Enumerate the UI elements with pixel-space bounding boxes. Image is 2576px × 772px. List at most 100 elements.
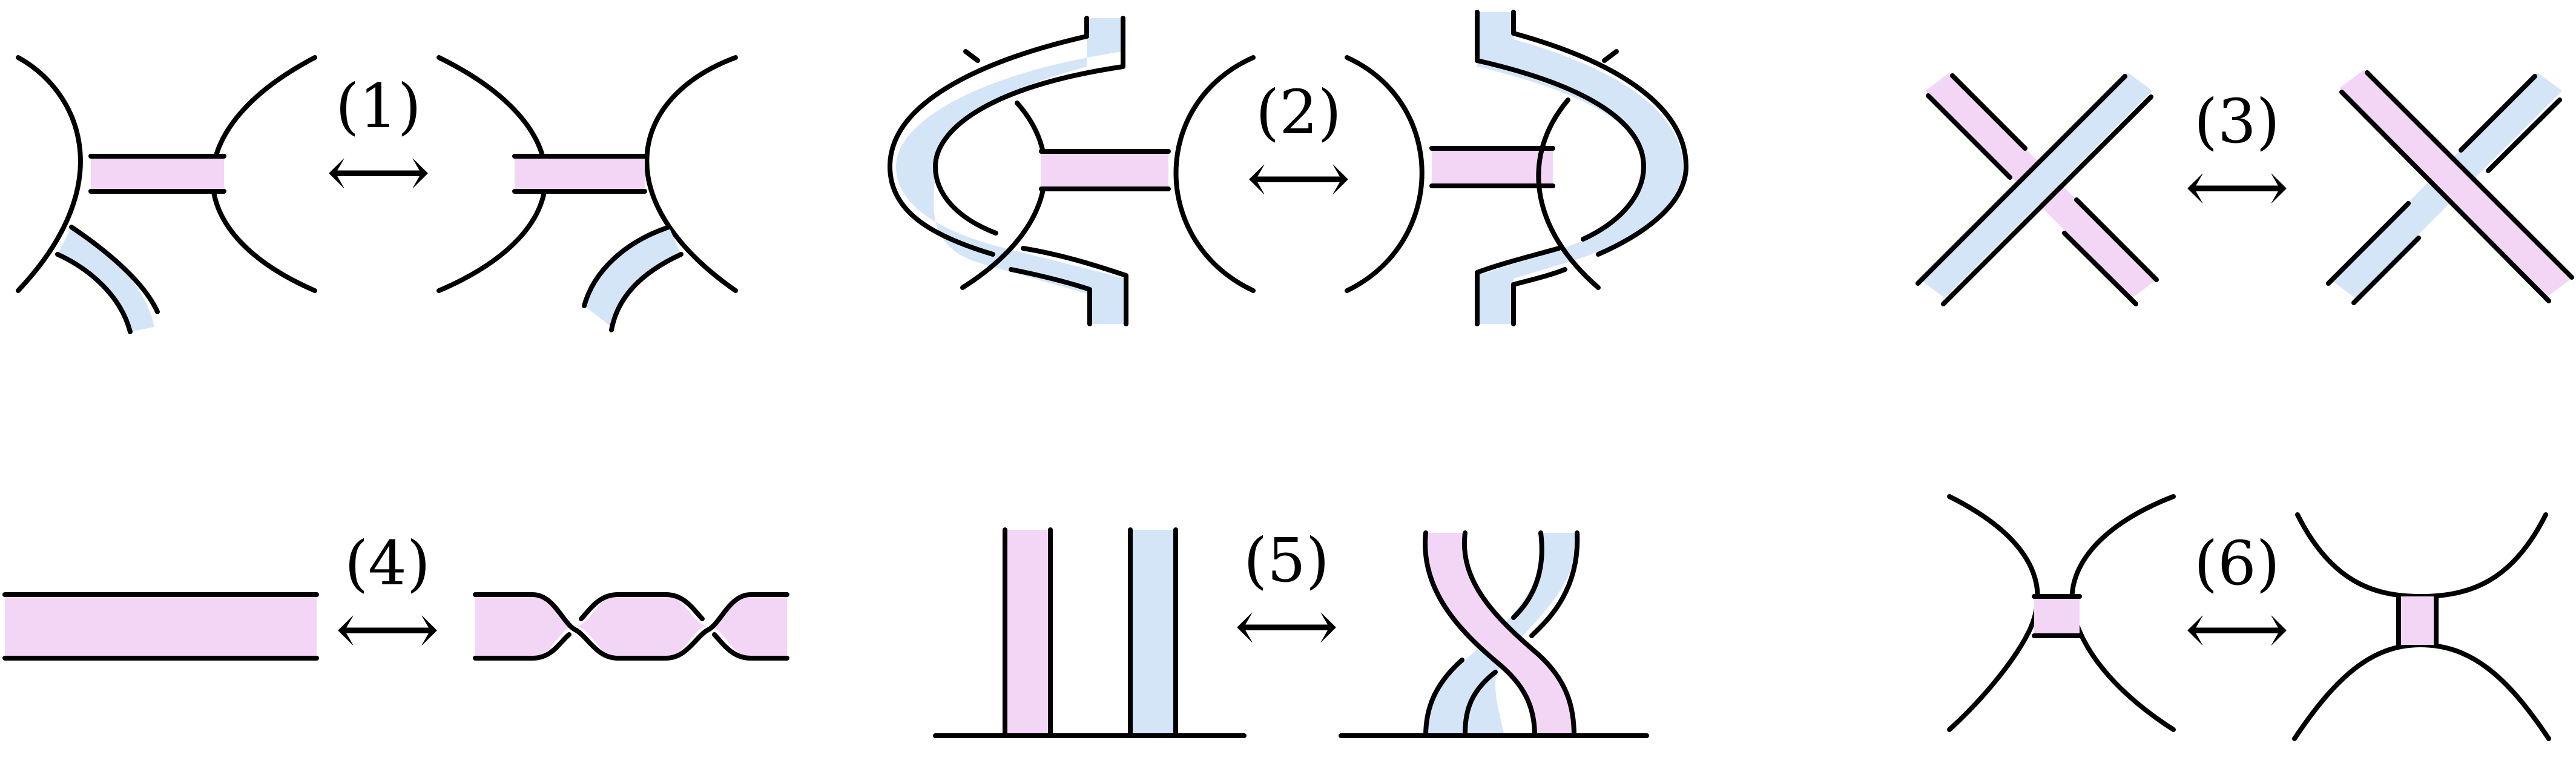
move-2: (2) ⟷ [888,10,1688,326]
move-4-label: (4) ⟷ [335,528,440,671]
move-label: (2) [1256,77,1342,148]
arc [210,55,317,293]
pink-band [2034,596,2080,636]
move-6: (6) ⟷ [1947,494,2551,741]
move-label: (1) [335,71,421,142]
blue-band-edge [1475,246,1561,326]
band-edge [579,592,705,621]
move-2-right-diagram [1345,10,1688,326]
arc [16,55,83,293]
pink-band [515,156,645,191]
move-3-label: (3) ⟷ [2185,86,2289,229]
equivalence-arrow-icon: ⟷ [1234,584,1339,668]
blue-band-edge [1511,10,1688,257]
pink-band [1005,530,1050,736]
pink-band [2399,596,2436,645]
move-5-right-diagram [1339,530,1649,738]
band-edge [473,592,789,661]
blue-band-edge [1021,246,1128,326]
band-edge [1423,530,1537,738]
move-label: (3) [2194,86,2280,157]
blue-band-edge [55,252,133,334]
arc [1173,55,1256,293]
arc [1345,55,1425,293]
arc [960,101,1048,290]
move-6-right-diagram [2292,512,2551,741]
move-label: (4) [344,528,430,599]
blue-band-edge [1511,267,1567,326]
move-5-label: (5) ⟷ [1234,525,1339,668]
equivalence-arrow-icon: ⟷ [2185,145,2289,229]
move-label: (5) [1244,525,1329,596]
pink-band [475,595,787,658]
band-edge [1926,93,2012,180]
move-3: (3) ⟷ [1916,70,2574,306]
blue-band [1477,12,1683,324]
blue-band-edge [1423,658,1464,738]
pink-band [91,156,224,191]
arc [1947,494,2040,732]
move-label: (6) [2194,528,2280,599]
blue-band-edge [1475,10,1646,242]
short-stroke [1602,49,1619,63]
band-edge [1461,530,1576,738]
blue-band [58,227,154,332]
move-2-label: (2) ⟷ [1247,77,1351,220]
move-3-right-diagram [2326,70,2574,305]
pink-band [1041,151,1168,189]
blue-band-edge [1511,530,1544,620]
equivalence-arrow-icon: ⟷ [1247,136,1351,220]
band-edge [1916,74,2127,286]
band-edge [2074,197,2159,282]
band-edge [2351,236,2421,305]
band-edge [2365,70,2574,280]
blue-band-edge [1009,267,1092,326]
move-6-left-diagram [1947,494,2176,732]
band-edge [2486,97,2562,173]
band-edge [473,632,572,661]
pink-band [1425,533,1574,736]
band-edge [2459,74,2537,153]
move-1-label: (1) ⟷ [326,71,430,214]
band-edge [2339,90,2551,303]
move-1-right-diagram [436,55,738,332]
blue-band-edge [69,225,160,314]
move-4-right-diagram [473,592,789,661]
blue-band-edge [1529,530,1580,638]
pink-band [1432,148,1553,186]
blue-band-edge [888,16,1089,257]
short-stroke [963,49,980,63]
equivalence-arrow-icon: ⟷ [326,130,430,214]
move-5: (5) ⟷ [933,525,1649,738]
arc [1536,97,1601,290]
band-edge [1950,73,2028,151]
pink-band [5,595,317,658]
arc [2295,512,2548,599]
blue-band [896,18,1126,324]
arc [2292,642,2551,741]
move-5-left-diagram [933,527,1247,738]
blue-band-edge [609,252,684,332]
blue-band-edge [933,16,1125,236]
arc [2069,494,2176,732]
blue-band [1130,530,1176,736]
move-2-left-diagram [888,16,1256,326]
move-4: (4) ⟷ [2,528,789,671]
equivalence-arrow-icon: ⟷ [2185,587,2289,671]
pink-band [2340,70,2570,298]
band-edge [2062,231,2138,306]
move-3-left-diagram [1916,73,2159,306]
move-1-left-diagram [16,55,317,334]
band-edge [2326,201,2411,286]
move-1: (1) ⟷ [16,55,738,334]
blue-band-edge [1463,670,1498,738]
arc [644,55,738,293]
move-6-label: (6) ⟷ [2185,528,2289,671]
blue-band [584,227,681,327]
band-edge [1941,94,2153,306]
band-edge [712,632,789,661]
blue-band-edge [582,225,671,308]
move-4-left-diagram [2,592,319,661]
equivalence-arrow-icon: ⟷ [335,587,440,671]
